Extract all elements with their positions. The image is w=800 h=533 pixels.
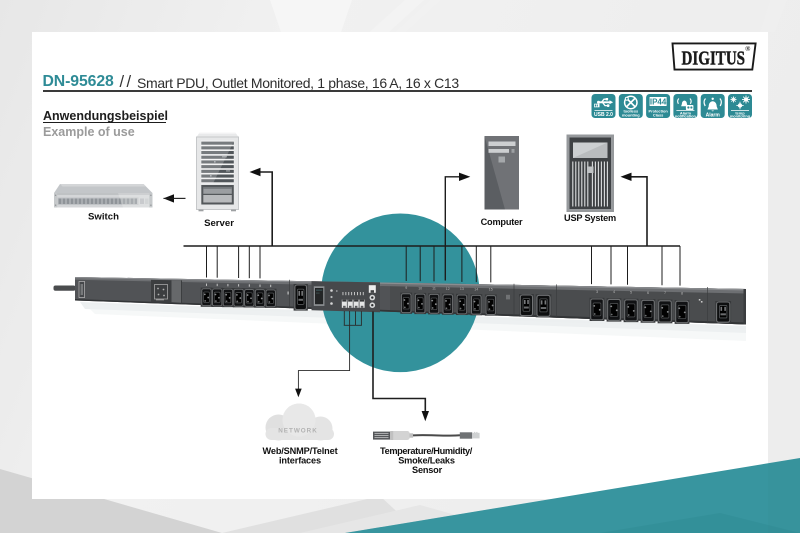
svg-text:Smoke/Leaks: Smoke/Leaks	[398, 456, 455, 466]
svg-text:15: 15	[489, 288, 493, 292]
svg-text:IP44: IP44	[650, 98, 667, 107]
svg-text:DIGITUS: DIGITUS	[682, 48, 746, 70]
svg-text:7: 7	[664, 291, 666, 295]
svg-text:Sensor: Sensor	[412, 465, 443, 475]
svg-text:temp: temp	[735, 110, 745, 115]
svg-text:USP System: USP System	[564, 213, 616, 223]
svg-text:mounting: mounting	[622, 113, 640, 118]
svg-text:9: 9	[405, 286, 407, 290]
svg-text:13: 13	[460, 287, 464, 291]
svg-text:Temperature/Humidity/: Temperature/Humidity/	[380, 446, 473, 456]
svg-text:Alarm: Alarm	[680, 110, 692, 115]
svg-text:USB 2.0: USB 2.0	[594, 112, 613, 118]
svg-text:monitoring: monitoring	[730, 114, 751, 119]
svg-text:Web/SNMP/Telnet: Web/SNMP/Telnet	[263, 446, 338, 456]
svg-text:Protection: Protection	[648, 109, 668, 114]
svg-text:4: 4	[613, 290, 615, 294]
svg-text:Switch: Switch	[88, 212, 119, 223]
svg-text:NETWORK: NETWORK	[278, 428, 318, 435]
svg-text:Alarm: Alarm	[706, 112, 721, 118]
svg-text:14: 14	[474, 287, 478, 291]
svg-text:Server: Server	[204, 218, 234, 229]
svg-text:notification: notification	[675, 114, 697, 119]
svg-text:5: 5	[630, 291, 632, 295]
svg-text:11: 11	[432, 287, 436, 291]
svg-text:Class: Class	[653, 113, 663, 118]
svg-text:toolless: toolless	[623, 109, 638, 114]
svg-text:3: 3	[596, 290, 598, 294]
svg-text:Computer: Computer	[481, 217, 523, 227]
svg-text:8: 8	[681, 291, 683, 295]
svg-text:interfaces: interfaces	[279, 456, 321, 466]
svg-text:6: 6	[647, 291, 649, 295]
svg-text:12: 12	[446, 287, 450, 291]
svg-text:®: ®	[745, 45, 751, 53]
svg-text:10: 10	[418, 286, 422, 290]
